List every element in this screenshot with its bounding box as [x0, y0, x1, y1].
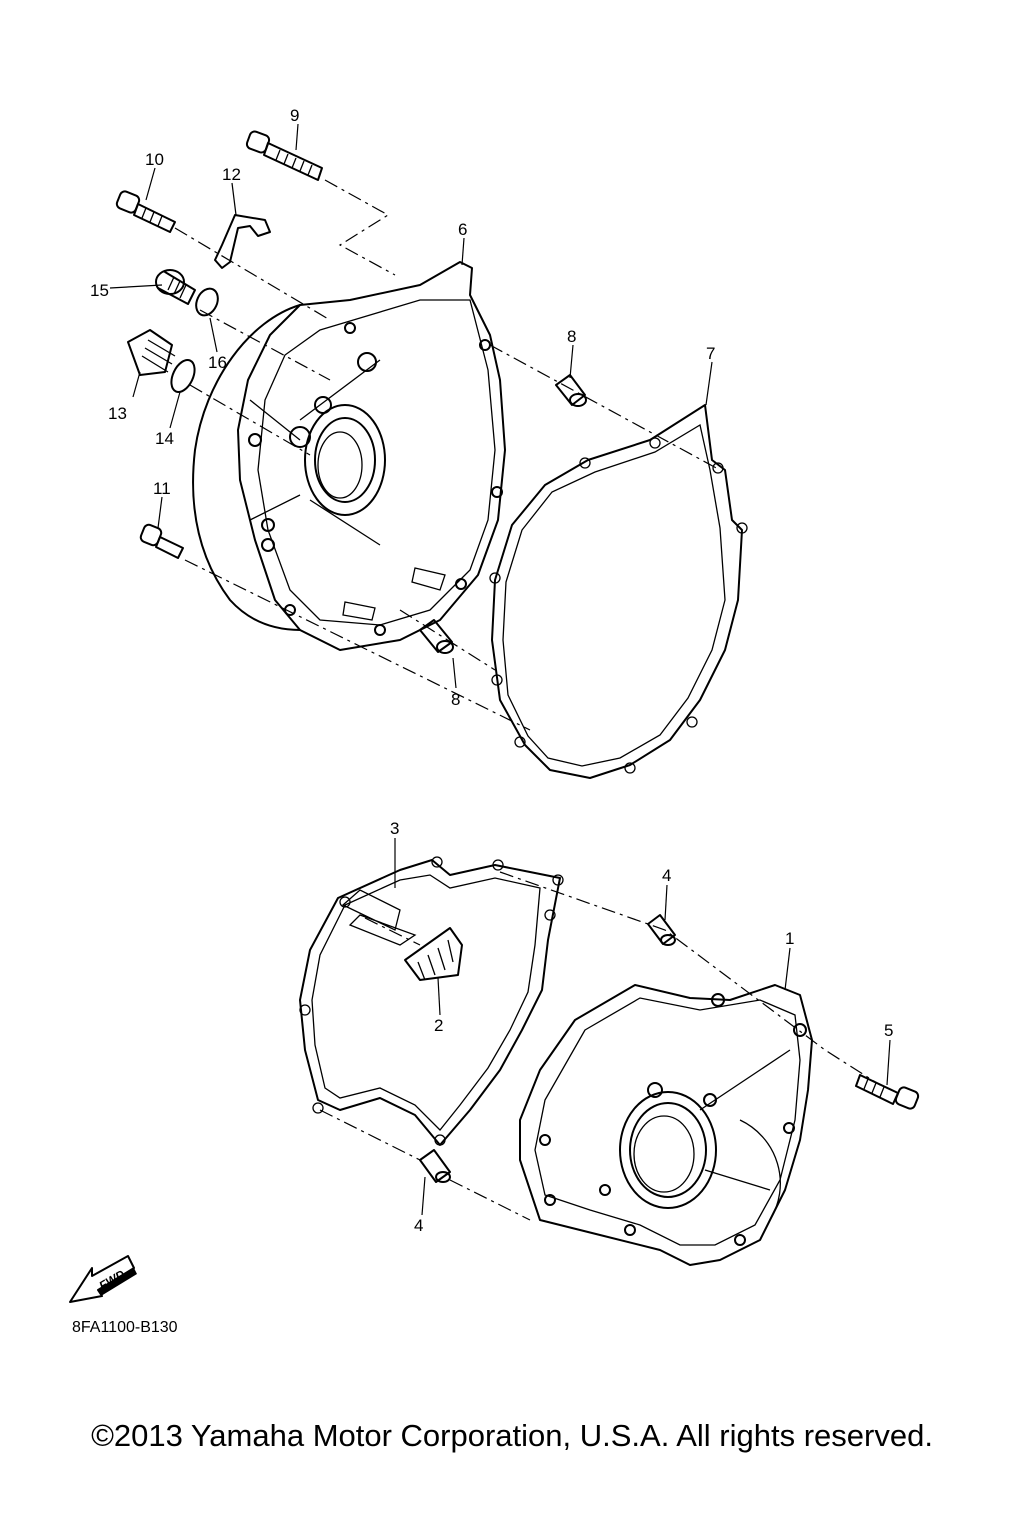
- leader-8b: [399, 609, 496, 671]
- callout-7: 7: [706, 344, 715, 363]
- leader-9: [324, 179, 396, 276]
- callout-3: 3: [390, 819, 399, 838]
- leader-2: [364, 917, 421, 946]
- o-ring-14: [170, 359, 196, 393]
- leader-13: [189, 384, 311, 456]
- bracket-12: [214, 214, 271, 269]
- leader-8a: [489, 344, 721, 471]
- o-ring-16: [195, 287, 219, 317]
- callout-5: 5: [884, 1021, 893, 1040]
- callout-6: 6: [458, 220, 467, 239]
- callout-13: 13: [108, 404, 127, 423]
- plug-13: [127, 329, 176, 376]
- callout-4-lower: 4: [414, 1216, 423, 1235]
- crankcase-cover-1: [519, 984, 813, 1266]
- plug-15: [155, 269, 196, 305]
- leader-11: [184, 559, 531, 731]
- bolt-5: [855, 1074, 920, 1110]
- leader-4a: [499, 871, 881, 1086]
- callout-leaders: [109, 123, 891, 1216]
- bolt-10: [115, 190, 176, 233]
- callout-15: 15: [90, 281, 109, 300]
- diagram-code: 8FA1100-B130: [72, 1319, 178, 1336]
- gasket-3: [299, 856, 564, 1146]
- callout-8-lower: 8: [451, 690, 460, 709]
- callout-1: 1: [785, 929, 794, 948]
- callout-8-upper: 8: [567, 327, 576, 346]
- callout-10: 10: [145, 150, 164, 169]
- copyright-notice: ©2013 Yamaha Motor Corporation, U.S.A. A…: [91, 1418, 933, 1453]
- callouts: 9 10 12 6 15 16 13 14 11 8 7 8 3 2 4 1 5…: [90, 106, 893, 1235]
- dowel-pin-8-lower: [419, 619, 454, 654]
- callout-4-upper: 4: [662, 866, 671, 885]
- crankcase-cover-6: [192, 261, 506, 651]
- leader-4b: [319, 1109, 531, 1221]
- damper-2: [404, 927, 463, 981]
- callout-2: 2: [434, 1016, 443, 1035]
- callout-9: 9: [290, 106, 299, 125]
- callout-11: 11: [153, 479, 171, 498]
- dowel-pin-4-lower: [419, 1149, 451, 1183]
- bolt-11: [139, 523, 184, 559]
- callout-12: 12: [222, 165, 241, 184]
- leader-10: [174, 227, 331, 321]
- dowel-pin-4-upper: [647, 914, 676, 946]
- callout-16: 16: [208, 353, 227, 372]
- fwd-arrow-icon: FWD: [69, 1255, 137, 1303]
- bolt-9: [245, 130, 323, 181]
- gasket-7: [489, 404, 748, 779]
- dowel-pin-8-upper: [555, 374, 587, 407]
- callout-14: 14: [155, 429, 174, 448]
